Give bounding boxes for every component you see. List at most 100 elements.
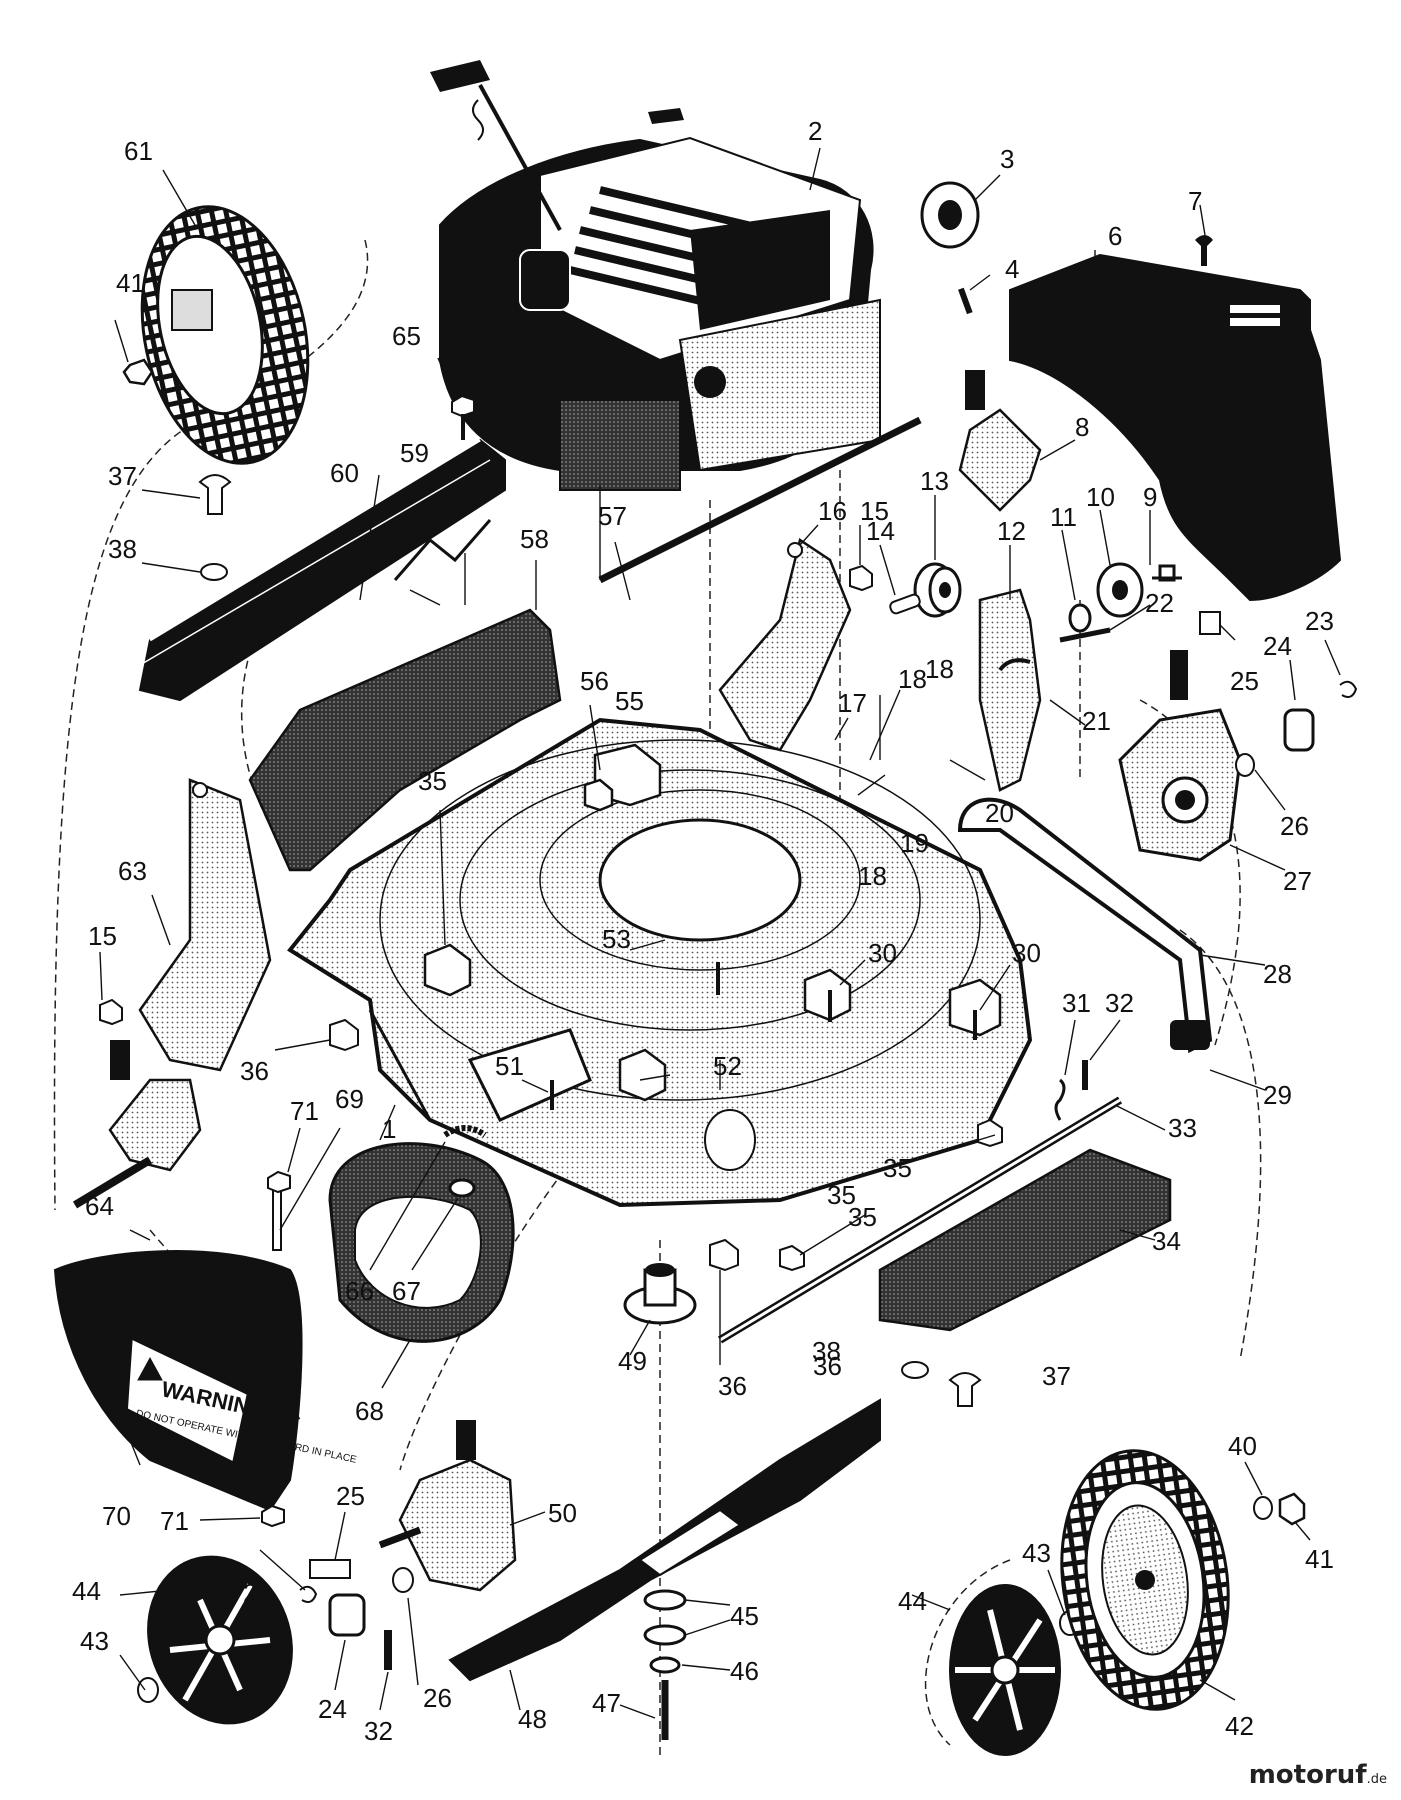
bushing-49 [623,1263,697,1325]
callout: 58 [520,524,549,554]
callout: 29 [1263,1080,1292,1110]
callout: 38 [108,534,137,564]
callout: 18 [925,654,954,684]
screw-7 [1195,235,1213,266]
callout: 24 [318,1694,347,1724]
pinion-24-upper [1283,708,1315,752]
callout: 43 [1022,1538,1051,1568]
callout: 37 [108,461,137,491]
blade-hardware [643,1589,687,1740]
callout: 10 [1086,482,1115,512]
wheel-61 [140,205,310,465]
callout: 37 [1042,1361,1071,1391]
watermark-text: motoruf [1248,1760,1367,1790]
callout: 23 [1305,606,1334,636]
callout: 33 [1168,1113,1197,1143]
adjuster-50 [378,1420,517,1592]
callout: 24 [1263,631,1292,661]
callout: 25 [336,1481,365,1511]
callout: 36 [813,1351,842,1381]
rear-flap-58 [248,608,562,872]
callout: 53 [602,924,631,954]
callout: 30 [868,938,897,968]
callout: 70 [102,1501,131,1531]
callout: 48 [518,1704,547,1734]
callout: 8 [1075,412,1089,442]
callout: 40 [1228,1431,1257,1461]
callout: 55 [615,686,644,716]
callout: 44 [72,1576,101,1606]
callout: 1 [382,1114,396,1144]
callout: 65 [392,321,421,351]
callout: 15 [88,921,117,951]
washer-67 [448,1178,476,1198]
washer-43-left [137,1677,159,1703]
callout: 23 [243,1578,272,1608]
wheel-42 [1060,1449,1230,1711]
height-adjuster-27 [1118,650,1242,862]
washer-37 [200,563,228,581]
callout: 57 [598,501,627,531]
callout: 9 [1143,482,1157,512]
callout: 31 [1062,988,1091,1018]
nut-71-upper [267,1170,291,1194]
adjuster-8 [958,370,1042,512]
callout: 15 [860,496,889,526]
deck-nuts [423,743,1002,1102]
callout: 44 [898,1586,927,1616]
pinion-24-lower [328,1593,366,1637]
callout: 32 [364,1716,393,1746]
clip-31 [1054,1078,1066,1121]
lever-bracket-12 [978,588,1042,792]
callout: 49 [618,1346,647,1376]
callout: 35 [848,1202,877,1232]
clip-23-lower [299,1585,318,1603]
callout: 28 [1263,959,1292,989]
axle-33 [717,1096,1123,1344]
callout: 12 [997,516,1026,546]
nut-15 [849,564,873,592]
roller-10 [1096,562,1144,618]
washer-40 [1253,1496,1273,1520]
callout: 27 [1283,866,1312,896]
nut-41 [122,358,154,386]
rear-skirt-34 [878,1148,1172,1332]
callout: 34 [1152,1226,1181,1256]
bolt-38 [198,474,232,515]
callout: 38 [812,1336,841,1366]
deck-1 [287,717,1033,1208]
clip-66 [443,1125,487,1138]
washer-26-lower [392,1567,414,1593]
callouts: 1 2 3 4 6 7 8 9 10 11 12 13 14 15 15 16 … [72,116,1334,1746]
callout: 52 [713,1051,742,1081]
callout: 19 [900,828,929,858]
engine [430,60,881,491]
nut-15-left [99,998,123,1026]
callout: 45 [730,1601,759,1631]
callout: 6 [1108,221,1122,251]
nut-71-lower [261,1504,285,1528]
bolt-22 [1059,627,1111,643]
callout: 2 [808,116,822,146]
callout: 42 [1225,1711,1254,1741]
nut-35-rear [779,1244,805,1272]
callout: 41 [1305,1544,1334,1574]
callout: 47 [592,1688,621,1718]
bolt-25-lower [309,1559,351,1579]
washer-11 [1068,603,1092,633]
callout: 56 [580,666,609,696]
callout: 13 [920,466,949,496]
nut-41-right [1278,1492,1306,1526]
height-bracket-16 [718,537,852,752]
callout: 68 [355,1396,384,1426]
bolt-38-lower [948,1372,982,1407]
callout: 36 [240,1056,269,1086]
callout: 50 [548,1498,577,1528]
callout: 36 [718,1371,747,1401]
watermark-suffix: .de [1366,1772,1387,1787]
callout: 25 [1230,666,1259,696]
discharge-cover [1009,253,1342,602]
spring-59 [393,519,492,581]
pin-32-lower [384,1630,392,1670]
